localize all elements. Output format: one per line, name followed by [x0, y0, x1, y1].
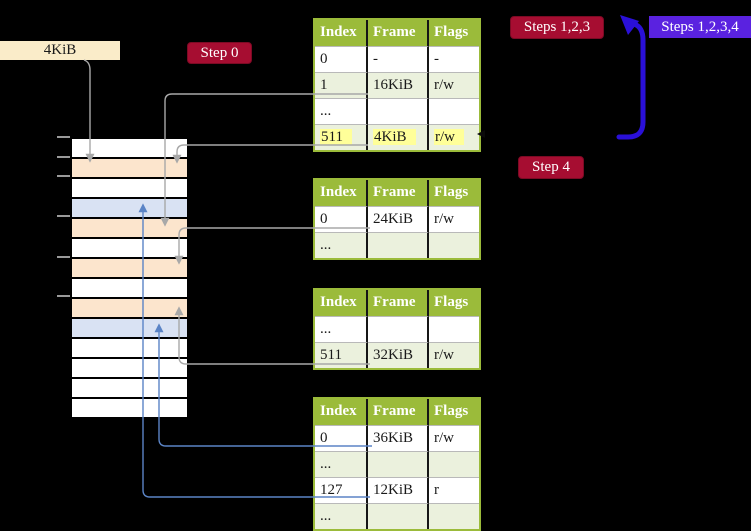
- l2-row0-frame: [368, 316, 429, 342]
- memory-tick-5: [57, 295, 70, 297]
- l3-row0-index: 0: [315, 206, 368, 232]
- memory-tick-3: [57, 215, 70, 217]
- l1-header-flags: Flags: [429, 399, 479, 425]
- memory-tick-0: [57, 136, 70, 138]
- page-table-level-2: Index Frame Flags ... 511 32KiB r/w: [313, 288, 481, 370]
- l4-row2-frame: [368, 98, 429, 124]
- highlighted-index: 511: [320, 129, 352, 145]
- l4-row1-index: 1: [315, 72, 368, 98]
- l1-row0-flags: r/w: [429, 425, 479, 451]
- steps123-badge: Steps 1,2,3: [510, 16, 604, 39]
- l2-row0-flags: [429, 316, 479, 342]
- l4-row3-index: 511: [315, 124, 368, 150]
- l1-row1-index: ...: [315, 451, 368, 477]
- l3-row1-flags: [429, 232, 479, 258]
- memory-row-2: [72, 179, 187, 199]
- l4-header-index: Index: [315, 20, 368, 46]
- l4-row0-index: 0: [315, 46, 368, 72]
- l2-row1-index: 511: [315, 342, 368, 368]
- l4-row2-flags: [429, 98, 479, 124]
- memory-row-8: [72, 299, 187, 319]
- memory-row-6: [72, 259, 187, 279]
- memory-row-5: [72, 239, 187, 259]
- page-table-level-1: Index Frame Flags 0 36KiB r/w ... 127 12…: [313, 397, 481, 531]
- memory-tick-2: [57, 175, 70, 177]
- loop-arrow: [616, 21, 646, 140]
- memory-row-10: [72, 339, 187, 359]
- page-table-level-3: Index Frame Flags 0 24KiB r/w ...: [313, 178, 481, 260]
- l4-row3-flags: r/w: [429, 124, 479, 150]
- l2-row1-frame: 32KiB: [368, 342, 429, 368]
- l2-header-frame: Frame: [368, 290, 429, 316]
- l2-row0-index: ...: [315, 316, 368, 342]
- l4-row3-frame: 4KiB: [368, 124, 429, 150]
- l3-row1-frame: [368, 232, 429, 258]
- step0-badge: Step 0: [187, 42, 252, 64]
- steps1234-badge: Steps 1,2,3,4: [649, 16, 751, 38]
- highlighted-flags: r/w: [434, 129, 464, 145]
- memory-row-4: [72, 219, 187, 239]
- l3-header-index: Index: [315, 180, 368, 206]
- l3-header-frame: Frame: [368, 180, 429, 206]
- frame-size-label: 4KiB: [0, 41, 120, 60]
- l3-row0-flags: r/w: [429, 206, 479, 232]
- step4-badge: Step 4: [518, 156, 584, 179]
- memory-row-3: [72, 199, 187, 219]
- memory-row-11: [72, 359, 187, 379]
- l4-row1-flags: r/w: [429, 72, 479, 98]
- memory-row-9: [72, 319, 187, 339]
- l1-row2-flags: r: [429, 477, 479, 503]
- l1-row0-frame: 36KiB: [368, 425, 429, 451]
- l4-header-frame: Frame: [368, 20, 429, 46]
- l1-row1-flags: [429, 451, 479, 477]
- l1-row2-frame: 12KiB: [368, 477, 429, 503]
- memory-row-7: [72, 279, 187, 299]
- l1-row3-index: ...: [315, 503, 368, 529]
- page-table-level-4: Index Frame Flags 0 - - 1 16KiB r/w ... …: [313, 18, 481, 152]
- l1-row2-index: 127: [315, 477, 368, 503]
- l4-header-flags: Flags: [429, 20, 479, 46]
- l1-header-frame: Frame: [368, 399, 429, 425]
- memory-row-13: [72, 399, 187, 417]
- memory-tick-4: [57, 256, 70, 258]
- highlighted-frame: 4KiB: [373, 129, 416, 145]
- memory-row-1: [72, 159, 187, 179]
- l1-row1-frame: [368, 451, 429, 477]
- physical-memory-stack: [70, 137, 189, 419]
- l4-row0-frame: -: [368, 46, 429, 72]
- loop-arrow-head: [620, 15, 639, 35]
- l1-row3-flags: [429, 503, 479, 529]
- l1-row3-frame: [368, 503, 429, 529]
- l2-header-flags: Flags: [429, 290, 479, 316]
- l1-header-index: Index: [315, 399, 368, 425]
- l3-header-flags: Flags: [429, 180, 479, 206]
- memory-row-0: [72, 139, 187, 159]
- l4-row1-frame: 16KiB: [368, 72, 429, 98]
- l4-row2-index: ...: [315, 98, 368, 124]
- l1-row0-index: 0: [315, 425, 368, 451]
- memory-tick-1: [57, 156, 70, 158]
- memory-row-12: [72, 379, 187, 399]
- l3-row1-index: ...: [315, 232, 368, 258]
- l3-row0-frame: 24KiB: [368, 206, 429, 232]
- l4-row0-flags: -: [429, 46, 479, 72]
- l2-row1-flags: r/w: [429, 342, 479, 368]
- l2-header-index: Index: [315, 290, 368, 316]
